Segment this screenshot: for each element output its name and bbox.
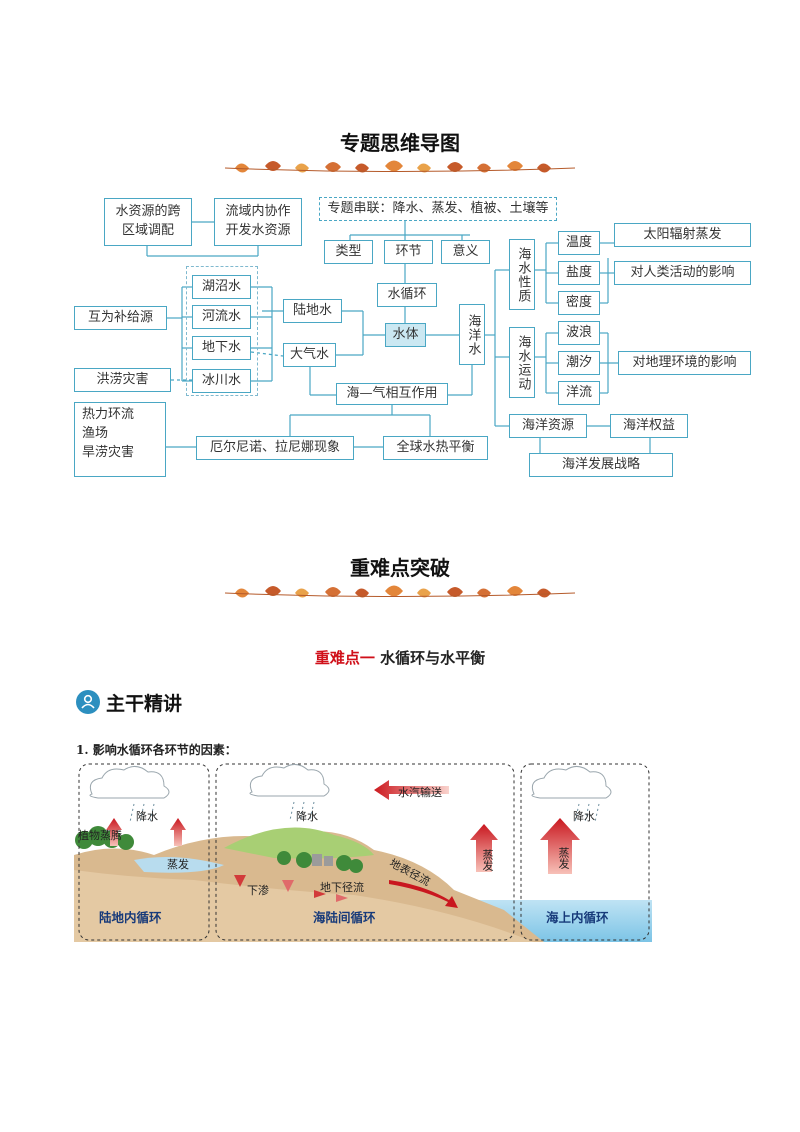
box-meaning: 意义 <box>441 240 490 264</box>
box-river-water: 河流水 <box>192 305 251 329</box>
box-ocean-strategy: 海洋发展战略 <box>529 453 673 477</box>
box-salinity: 盐度 <box>558 261 600 285</box>
box-flood: 洪涝灾害 <box>74 368 171 392</box>
box-water-cycle: 水循环 <box>377 283 437 307</box>
key-point-prefix: 重难点一 <box>314 649 375 667</box>
box-effects-list: 热力环流渔场旱涝灾害 <box>74 402 166 477</box>
mindmap-title: 专题思维导图 <box>340 131 460 155</box>
box-glacier-water: 冰川水 <box>192 369 251 393</box>
box-heat-balance: 全球水热平衡 <box>383 436 488 460</box>
item-1-heading: 1. 影响水循环各环节的因素： <box>76 743 237 757</box>
box-current: 洋流 <box>558 381 600 405</box>
label-vapor-transport: 水汽输送 <box>398 786 442 799</box>
label-evap-2: 蒸发 <box>481 849 494 871</box>
leaf-divider-2 <box>225 585 575 598</box>
box-temperature: 温度 <box>558 231 600 255</box>
box-tide: 潮汐 <box>558 351 600 375</box>
key-point-heading: 重难点一 水循环与水平衡 <box>0 647 800 668</box>
people-icon <box>76 690 100 714</box>
box-topic-link: 专题串联：降水、蒸发、植被、土壤等 <box>319 197 557 221</box>
box-solar-evaporation: 太阳辐射蒸发 <box>614 223 751 247</box>
label-evap-1: 蒸发 <box>167 858 189 871</box>
box-wave: 波浪 <box>558 321 600 345</box>
box-sea-air-interaction: 海—气相互作用 <box>336 383 448 405</box>
box-lake-water: 湖沼水 <box>192 275 251 299</box>
box-geo-impact: 对地理环境的影响 <box>618 351 751 375</box>
label-precip-1: 降水 <box>136 810 158 823</box>
label-sea-land-cycle: 海陆间循环 <box>313 910 376 925</box>
box-density: 密度 <box>558 291 600 315</box>
key-point-title: 水循环与水平衡 <box>380 649 486 667</box>
label-sea-cycle: 海上内循环 <box>546 910 609 925</box>
box-mutual-supply: 互为补给源 <box>74 306 167 330</box>
main-section-heading: 主干精讲 <box>106 693 183 715</box>
label-land-cycle: 陆地内循环 <box>99 910 162 925</box>
label-plant-transpiration: 植物蒸腾 <box>78 829 122 842</box>
label-precip-3: 降水 <box>573 810 595 823</box>
box-ocean-water: 海洋水 <box>459 304 485 365</box>
land-water-group <box>186 266 258 396</box>
box-water-body: 水体 <box>385 323 426 347</box>
box-human-impact: 对人类活动的影响 <box>614 261 751 285</box>
box-type: 类型 <box>324 240 373 264</box>
label-groundwater-flow: 地下径流 <box>320 881 364 894</box>
box-ocean-rights: 海洋权益 <box>610 414 688 438</box>
box-basin-cooperation: 流域内协作开发水资源 <box>214 198 302 246</box>
box-link: 环节 <box>384 240 433 264</box>
leaf-divider-1 <box>225 160 575 173</box>
label-infiltration: 下渗 <box>247 884 269 897</box>
box-ground-water: 地下水 <box>192 336 251 360</box>
label-evap-3: 蒸发 <box>557 847 570 869</box>
mindmap-connectors <box>146 221 651 455</box>
box-water-resource-transfer: 水资源的跨区域调配 <box>104 198 192 246</box>
box-land-water: 陆地水 <box>283 299 342 323</box>
box-sea-motion: 海水运动 <box>509 327 535 398</box>
box-atmo-water: 大气水 <box>283 343 336 367</box>
water-cycle-diagram <box>74 763 652 942</box>
box-enso: 厄尔尼诺、拉尼娜现象 <box>196 436 354 460</box>
label-precip-2: 降水 <box>296 810 318 823</box>
box-sea-property: 海水性质 <box>509 239 535 310</box>
box-ocean-resources: 海洋资源 <box>509 414 587 438</box>
difficult-title: 重难点突破 <box>350 556 450 580</box>
